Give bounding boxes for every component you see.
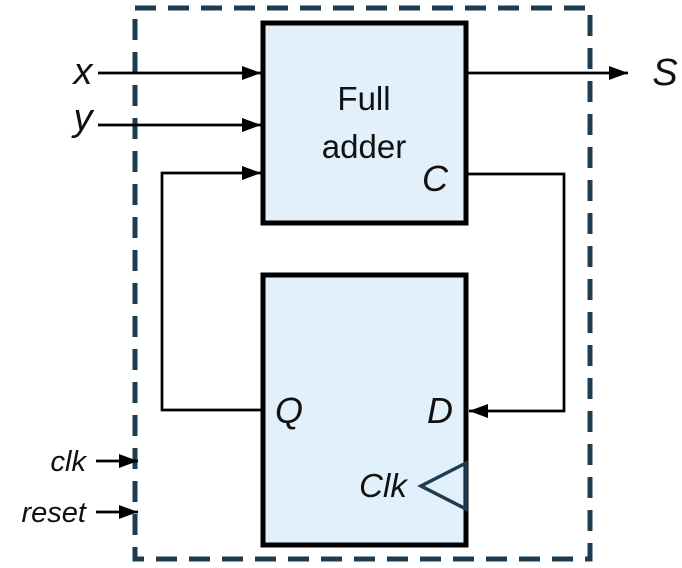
reset-input-label: reset (22, 497, 88, 529)
s-output-label: S (652, 52, 677, 94)
y-input-label: y (71, 97, 95, 139)
clk-input-label: clk (51, 446, 88, 478)
x-input-label: x (72, 51, 95, 93)
system-boundary (132, 5, 593, 562)
q-port-label: Q (275, 390, 303, 431)
carry-out-port-label: C (422, 158, 449, 199)
flip-flop-block (260, 272, 469, 548)
full-adder-label-line1: Full (337, 80, 390, 117)
full-adder-label-line2: adder (322, 128, 406, 165)
carry-feedback-wire (160, 166, 265, 412)
full-adder-block (260, 20, 469, 226)
clk-port-label: Clk (359, 467, 408, 504)
carry-to-d-wire (466, 172, 566, 418)
d-port-label: D (427, 390, 453, 431)
clock-edge-triangle-icon (417, 460, 468, 512)
